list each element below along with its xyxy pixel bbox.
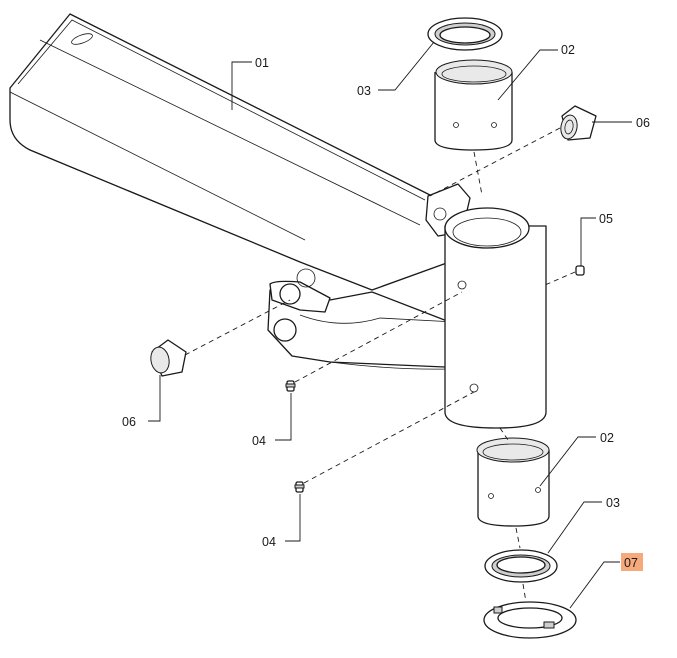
callout-05: 05 xyxy=(599,212,613,226)
thrust-washer-part-07 xyxy=(483,601,577,639)
callout-04-upper: 04 xyxy=(252,434,266,448)
grease-nipple-lower-part-04 xyxy=(294,481,305,493)
assembly-axis-lines xyxy=(184,127,576,603)
callout-labels: 01 02 03 06 05 06 04 02 03 04 07 xyxy=(122,43,650,571)
callout-03-bottom: 03 xyxy=(606,496,620,510)
callout-03-top: 03 xyxy=(357,84,371,98)
callout-07-highlight xyxy=(621,553,643,571)
callout-06-left: 06 xyxy=(122,415,136,429)
cap-right-part-06 xyxy=(560,105,597,141)
callout-02-bottom: 02 xyxy=(600,431,614,445)
bushing-bottom-part-02 xyxy=(476,437,550,527)
callout-01: 01 xyxy=(255,56,269,70)
bushing-top-part-02 xyxy=(434,59,513,151)
seal-ring-top-part-03 xyxy=(427,17,503,51)
grease-nipple-upper-part-04 xyxy=(285,380,296,392)
callout-06-right: 06 xyxy=(636,116,650,130)
callout-02-top: 02 xyxy=(561,43,575,57)
arm-assembly-part-01 xyxy=(9,13,547,429)
seal-ring-bottom-part-03 xyxy=(484,549,558,583)
callout-07: 07 xyxy=(624,556,638,570)
grub-screw-part-05 xyxy=(575,265,585,276)
callout-04-lower: 04 xyxy=(262,535,276,549)
callout-leaders xyxy=(148,41,632,609)
cap-left-part-06 xyxy=(150,339,187,377)
